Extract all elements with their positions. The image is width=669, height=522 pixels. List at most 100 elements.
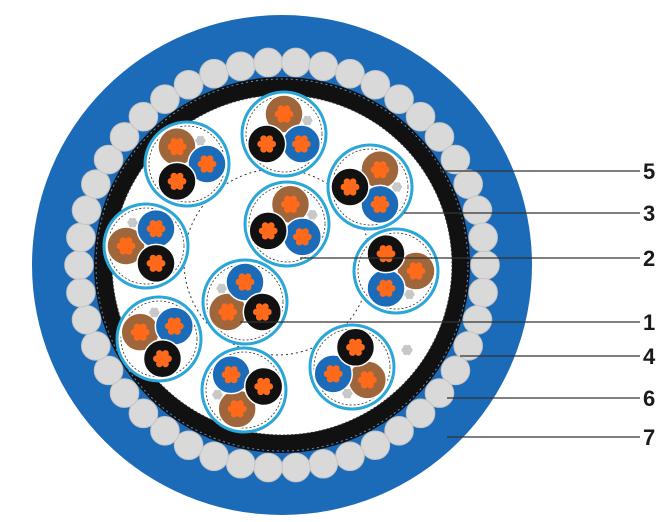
callout-number-2: 2 [643, 246, 655, 271]
conductor-strand [170, 148, 178, 156]
conductor-strand [116, 242, 124, 250]
armour-wire [71, 195, 102, 226]
conductor-strand [130, 328, 138, 336]
conductor-strand [379, 171, 387, 179]
armour-wire [173, 430, 204, 461]
conductor-strand [415, 262, 423, 270]
drain-wire [401, 344, 413, 356]
conductor-strand [294, 145, 302, 153]
stranded-conductor [370, 161, 390, 179]
stranded-conductor [274, 105, 294, 123]
conductor-strand [162, 360, 169, 368]
conductor-strand [418, 267, 426, 275]
conductor-strand [221, 371, 229, 379]
armour-wire [462, 304, 493, 335]
conductor-strand [379, 290, 387, 297]
conductor-strand [206, 155, 214, 163]
conductor-strand [247, 278, 255, 286]
conductor-strand [379, 195, 387, 203]
stranded-conductor [291, 135, 311, 153]
conductor-strand [221, 303, 229, 311]
conductor-strand [149, 254, 157, 262]
drain-strand [215, 392, 220, 397]
conductor-strand [230, 376, 238, 384]
conductor-strand [221, 313, 229, 321]
drain-wire [307, 209, 318, 220]
armour-wire [93, 355, 124, 386]
conductor-strand [406, 267, 414, 275]
conductor-strand [149, 265, 157, 272]
stranded-conductor [292, 228, 312, 246]
armour-wire [281, 452, 311, 483]
stranded-conductor [281, 195, 300, 213]
conductor-strand [346, 343, 353, 351]
armour-wire [440, 144, 471, 175]
conductor-strand [366, 381, 374, 389]
conductor-strand [270, 227, 278, 235]
conductor-strand [366, 371, 374, 379]
stranded-conductor [164, 317, 184, 335]
stranded-conductor [167, 172, 187, 190]
conductor-strand [153, 355, 160, 363]
cable-cross-section [32, 15, 532, 515]
conductor-strand [230, 400, 238, 407]
armour-wire [199, 441, 229, 472]
conductor-strand [261, 232, 269, 240]
conductor-strand [379, 206, 387, 213]
stranded-conductor [167, 138, 187, 156]
armour-wire [93, 144, 124, 175]
armour-wire [335, 441, 365, 472]
conductor-strand [277, 105, 285, 113]
conductor-strand [385, 245, 393, 252]
conductor-strand [294, 135, 302, 143]
conductor-strand [170, 183, 178, 190]
conductor-strand [158, 225, 166, 233]
triad-tape [206, 263, 284, 341]
armour-wire [360, 69, 391, 100]
conductor-strand [244, 273, 252, 281]
conductor-strand [167, 143, 175, 151]
stranded-conductor [153, 350, 172, 368]
conductor-strand [267, 222, 275, 230]
triad-tape [120, 300, 198, 378]
drain-strand [305, 118, 310, 123]
conductor-strand [224, 376, 232, 384]
conductor-strand [385, 279, 393, 287]
conductor-strand [261, 313, 269, 321]
stranded-conductor [218, 303, 238, 321]
conductor-strand [266, 135, 274, 143]
conductor-strand [170, 138, 178, 145]
stranded-conductor [376, 245, 396, 263]
twisted-triad-unit [243, 180, 331, 268]
conductor-strand [167, 327, 175, 335]
conductor-strand [388, 250, 396, 258]
conductor-strand [156, 350, 163, 357]
conductor-strand [373, 195, 381, 203]
conductor-strand [290, 206, 297, 213]
stranded-conductor [146, 220, 166, 238]
conductor-strand [301, 238, 309, 246]
conductor-strand [230, 410, 238, 418]
armour-wire [225, 448, 256, 479]
armour-wire [384, 416, 414, 446]
conductor-strand [274, 110, 282, 118]
conductor-strand [158, 259, 166, 267]
conductor-strand [146, 225, 154, 233]
armour-wire [71, 304, 102, 335]
armour-wire [424, 378, 455, 408]
armour-wire [470, 250, 500, 280]
conductor-strand [209, 160, 217, 168]
conductor-strand [142, 328, 150, 336]
conductor-strand [332, 375, 340, 383]
conductor-strand [303, 140, 311, 148]
armour-wire [440, 355, 471, 386]
conductor-strand [295, 228, 303, 236]
conductor-strand [176, 322, 184, 330]
conductor-strand [284, 206, 291, 213]
stranded-conductor [346, 338, 365, 356]
armour-wire [335, 58, 365, 89]
conductor-strand [266, 383, 274, 390]
drain-wire [404, 289, 415, 300]
conductor-strand [146, 259, 154, 267]
